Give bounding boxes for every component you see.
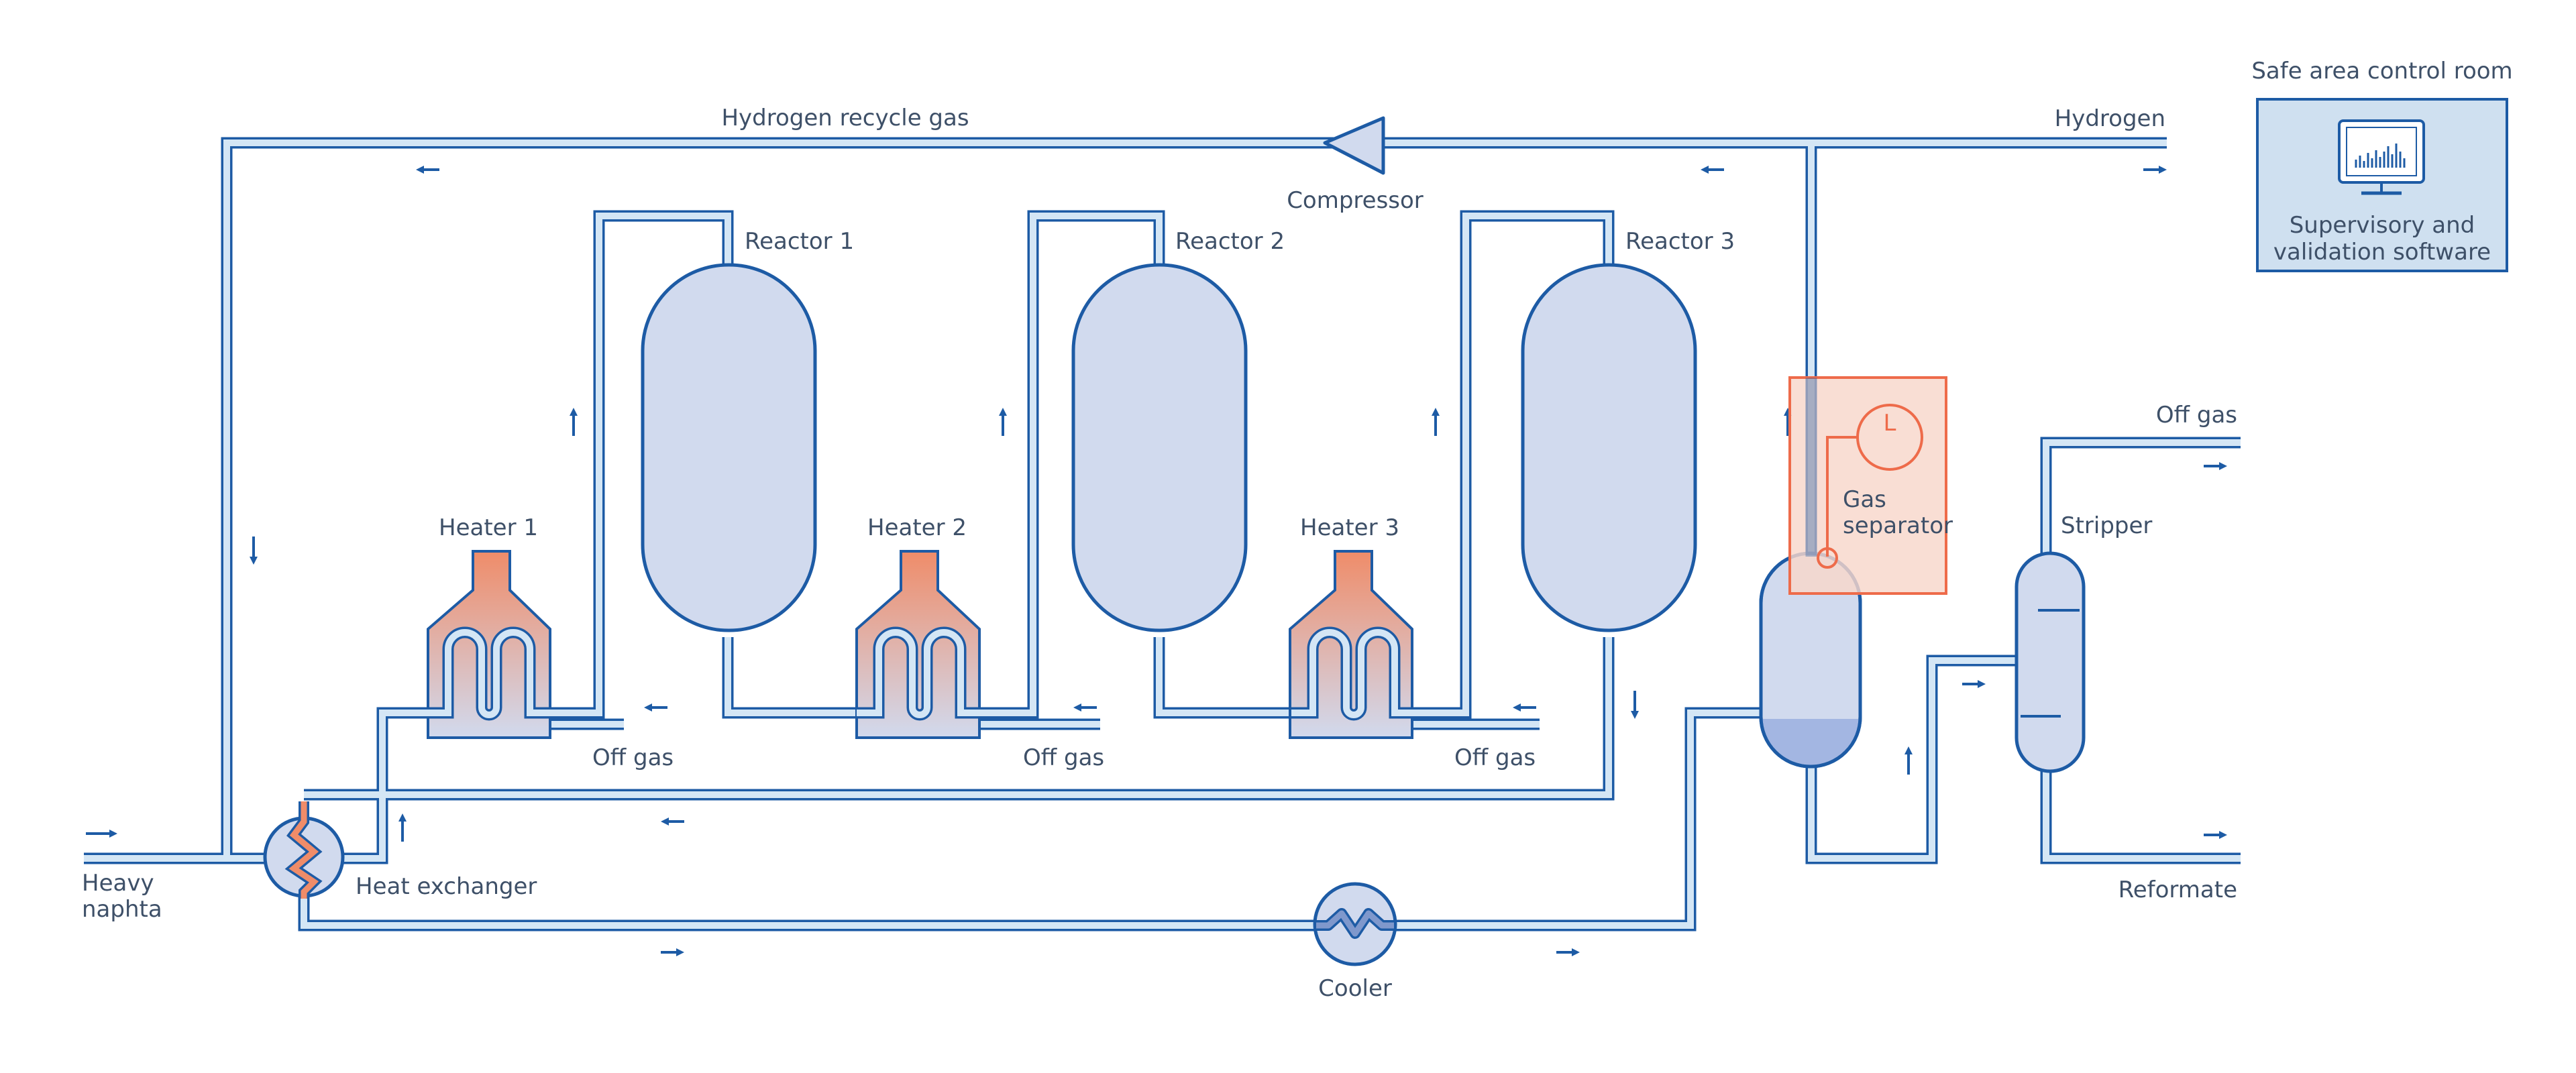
reactor-3-label: Reactor 3 bbox=[1625, 228, 1735, 255]
heater-1-icon bbox=[426, 550, 592, 739]
gas-separator-label-line1: Gas bbox=[1843, 486, 1886, 513]
flow-arrow-icon bbox=[416, 166, 439, 174]
hydrogen-recycle-gas-label: Hydrogen recycle gas bbox=[721, 105, 969, 131]
heat-exchanger-label: Heat exchanger bbox=[356, 873, 537, 900]
heavy-naphta-label-line2: naphta bbox=[82, 896, 162, 923]
off-gas-stripper-label: Off gas bbox=[2156, 402, 2237, 429]
flow-arrow-icon bbox=[570, 408, 578, 436]
compressor-icon bbox=[1323, 116, 1385, 175]
cooler-icon bbox=[1313, 882, 1397, 966]
gas-separator-vessel bbox=[1759, 551, 1862, 769]
off-gas-3-label: Off gas bbox=[1454, 744, 1536, 771]
heater-2-icon bbox=[855, 550, 1022, 739]
hydrogen-label: Hydrogen bbox=[2055, 105, 2165, 132]
reactor-2-vessel bbox=[1071, 263, 1248, 632]
flow-arrow-icon bbox=[1962, 680, 1986, 688]
flow-arrow-icon bbox=[1556, 948, 1580, 956]
off-gas-1-label: Off gas bbox=[592, 744, 674, 771]
flow-arrow-icon bbox=[1073, 703, 1097, 712]
control-room-software-line1: Supervisory and bbox=[2290, 212, 2475, 239]
heater-3-icon bbox=[1289, 550, 1458, 739]
reactor-1-label: Reactor 1 bbox=[745, 228, 854, 255]
cooler-label: Cooler bbox=[1318, 975, 1392, 1002]
heater-3-label: Heater 3 bbox=[1300, 514, 1399, 541]
flow-arrow-icon bbox=[1904, 746, 1913, 775]
stripper-label: Stripper bbox=[2061, 512, 2152, 539]
flow-arrow-icon bbox=[1701, 166, 1724, 174]
labels: Hydrogen recycle gas Hydrogen Compressor… bbox=[82, 58, 2513, 1002]
flow-arrow-icon bbox=[1631, 691, 1639, 719]
reactor-1-vessel bbox=[641, 263, 817, 632]
level-sensor-label: L bbox=[1884, 410, 1896, 437]
flow-arrow-icon bbox=[398, 813, 407, 842]
off-gas-2-label: Off gas bbox=[1023, 744, 1104, 771]
flow-arrows bbox=[86, 166, 2227, 956]
flow-arrow-icon bbox=[661, 817, 684, 826]
flow-arrow-icon bbox=[86, 830, 117, 838]
level-sensor-highlight bbox=[1788, 376, 1947, 595]
flow-arrow-icon bbox=[661, 948, 684, 956]
compressor-label: Compressor bbox=[1287, 187, 1424, 214]
pipe-network bbox=[84, 137, 2241, 931]
flow-arrow-icon bbox=[999, 408, 1007, 436]
gas-separator-label-line2: separator bbox=[1843, 512, 1953, 539]
flow-arrow-icon bbox=[2143, 166, 2167, 174]
heavy-naphta-label-line1: Heavy bbox=[82, 870, 154, 897]
reactor-2-label: Reactor 2 bbox=[1175, 228, 1285, 255]
stripper-vessel bbox=[2015, 551, 2086, 773]
flow-arrow-icon bbox=[250, 536, 258, 565]
monitor-icon bbox=[2338, 119, 2425, 195]
flow-arrow-icon bbox=[1432, 408, 1440, 436]
flow-arrow-icon bbox=[2204, 831, 2227, 839]
heat-exchanger-icon bbox=[263, 801, 345, 899]
control-room-software-line2: validation software bbox=[2273, 239, 2491, 266]
flow-arrow-icon bbox=[1513, 703, 1536, 712]
control-room-title: Safe area control room bbox=[2251, 58, 2512, 84]
heater-2-label: Heater 2 bbox=[867, 514, 967, 541]
heater-1-label: Heater 1 bbox=[439, 514, 538, 541]
flow-arrow-icon bbox=[644, 703, 667, 712]
flow-arrow-icon bbox=[2204, 462, 2227, 470]
reactor-3-vessel bbox=[1521, 263, 1697, 632]
reformate-label: Reformate bbox=[2118, 877, 2237, 903]
